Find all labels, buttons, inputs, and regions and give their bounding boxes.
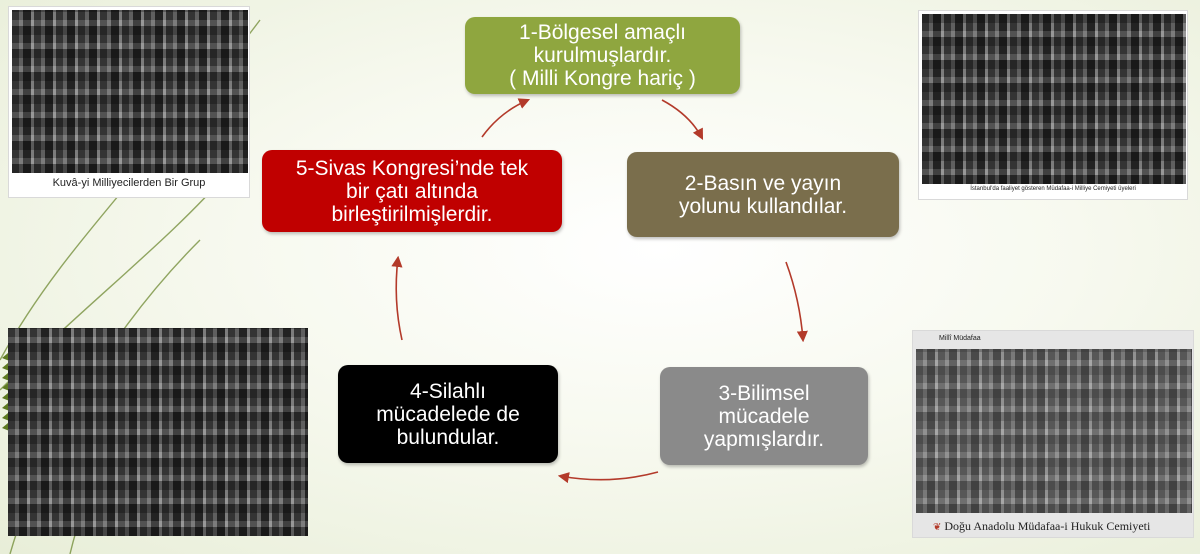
- cycle-box-5-text: 5-Sivas Kongresi’nde tek bir çatı altınd…: [295, 156, 529, 226]
- photo-caption-top-right: İstanbul'da faaliyet gösteren Müdafaa-i …: [970, 186, 1136, 192]
- photo-caption-top-left: Kuvâ-yi Milliyecilerden Bir Grup: [52, 177, 206, 189]
- arrow-3-to-4: [557, 471, 659, 484]
- cycle-box-2: 2-Basın ve yayın yolunu kullandılar.: [627, 152, 899, 237]
- photo-caption-bottom-right: ❦ Doğu Anadolu Müdafaa-i Hukuk Cemiyeti: [933, 519, 1193, 534]
- arrow-4-to-5: [391, 255, 403, 341]
- group-photo-image: [12, 10, 248, 173]
- cycle-box-2-text: 2-Basın ve yayın yolunu kullandılar.: [678, 171, 848, 218]
- cycle-box-4: 4-Silahlı mücadelede de bulundular.: [338, 365, 558, 463]
- cycle-arrows: [391, 98, 808, 484]
- cycle-box-1-text: 1-Bölgesel amaçlı kurulmuşlardır. ( Mill…: [509, 21, 696, 90]
- photo-caption-bottom-right-text: Doğu Anadolu Müdafaa-i Hukuk Cemiyeti: [944, 519, 1151, 533]
- cycle-box-5: 5-Sivas Kongresi’nde tek bir çatı altınd…: [262, 150, 562, 232]
- arrow-2-to-3: [785, 261, 808, 343]
- arrow-1-to-2: [661, 99, 704, 140]
- cavalry-photo-image: [916, 349, 1192, 513]
- caption-marker-icon: ❦: [933, 522, 942, 533]
- society-photo-image: [922, 14, 1186, 184]
- photo-top-right: İstanbul'da faaliyet gösteren Müdafaa-i …: [918, 10, 1188, 200]
- photo-inset-label: Millî Müdafaa: [939, 335, 981, 342]
- cycle-box-3: 3-Bilimsel mücadele yapmışlardır.: [660, 367, 868, 465]
- armed-group-photo-image: [8, 328, 308, 536]
- cycle-box-3-text: 3-Bilimsel mücadele yapmışlardır.: [703, 381, 825, 451]
- photo-top-left: Kuvâ-yi Milliyecilerden Bir Grup: [8, 6, 250, 198]
- cycle-box-4-text: 4-Silahlı mücadelede de bulundular.: [376, 379, 520, 449]
- photo-bottom-left: [8, 328, 308, 536]
- cycle-box-1: 1-Bölgesel amaçlı kurulmuşlardır. ( Mill…: [465, 17, 740, 94]
- arrow-5-to-1: [481, 98, 531, 138]
- photo-bottom-right: Millî Müdafaa ❦ Doğu Anadolu Müdafaa-i H…: [912, 330, 1194, 538]
